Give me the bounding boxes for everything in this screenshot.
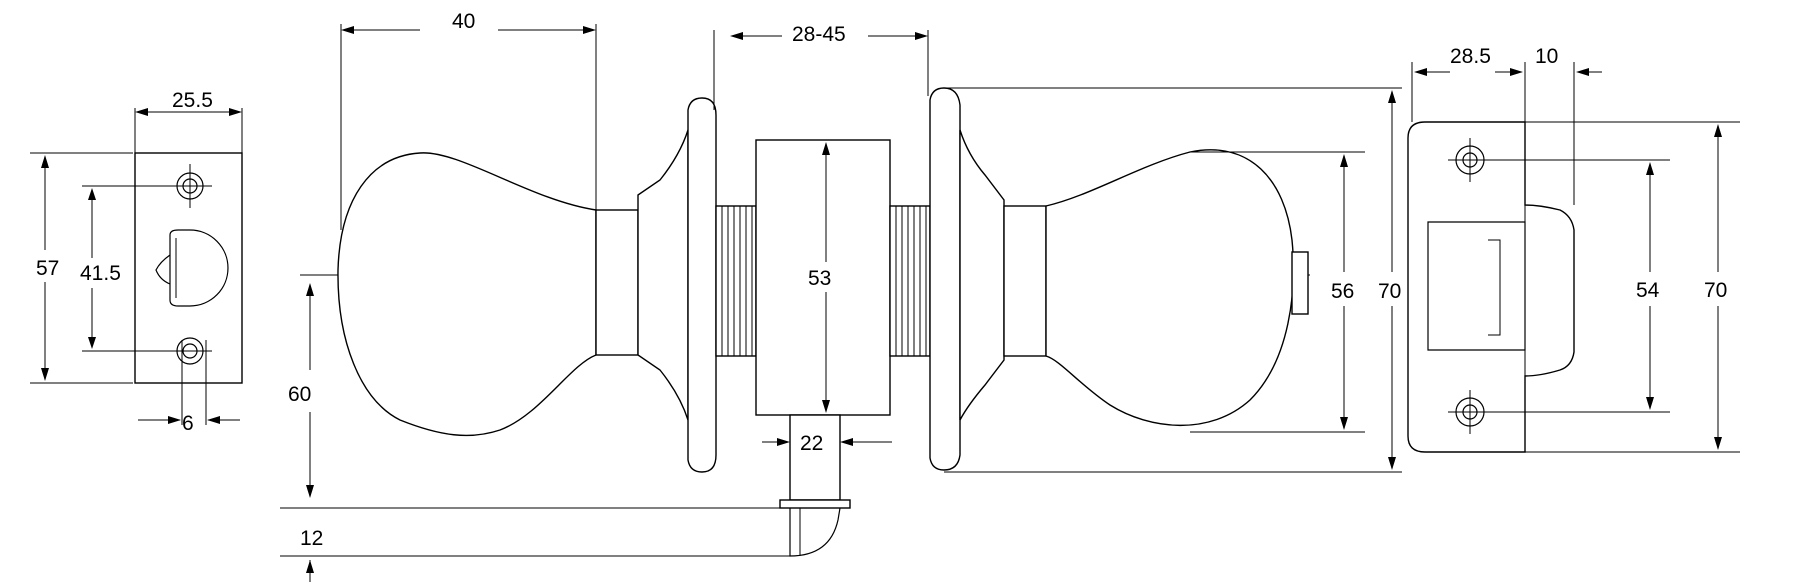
latch-bolt-width-label: 6 (182, 412, 194, 435)
knob-lockset (300, 30, 1310, 557)
spindle-width-label: 22 (800, 432, 823, 455)
latch-hole-spacing-label: 41.5 (80, 262, 121, 285)
strike-height-label: 70 (1704, 279, 1727, 302)
door-thickness-label: 28-45 (792, 23, 846, 46)
knob-length-label: 40 (452, 10, 475, 33)
knob-diameter-label: 56 (1331, 280, 1354, 303)
rose-diameter-label: 70 (1378, 280, 1401, 303)
strike-width-label: 28.5 (1450, 45, 1491, 68)
knob-center-height-label: 60 (288, 383, 311, 406)
chassis-height-label: 53 (808, 267, 831, 290)
left-thread (721, 206, 753, 356)
latch-width-label: 25.5 (172, 89, 213, 112)
latch-height-label: 57 (36, 257, 59, 280)
strike-plate (1407, 121, 1575, 453)
strike-lip-label: 10 (1535, 45, 1558, 68)
right-thread (895, 206, 927, 356)
strike-dimensions: 28.5 10 54 70 (1411, 45, 1740, 453)
spindle-offset-label: 12 (300, 527, 323, 550)
latch-faceplate (134, 108, 243, 425)
latch-dimensions: 25.5 57 41.5 6 (30, 89, 242, 435)
strike-hole-spacing-label: 54 (1636, 279, 1660, 302)
lockset-dimensions: 40 28-45 60 12 53 22 (280, 10, 1402, 582)
